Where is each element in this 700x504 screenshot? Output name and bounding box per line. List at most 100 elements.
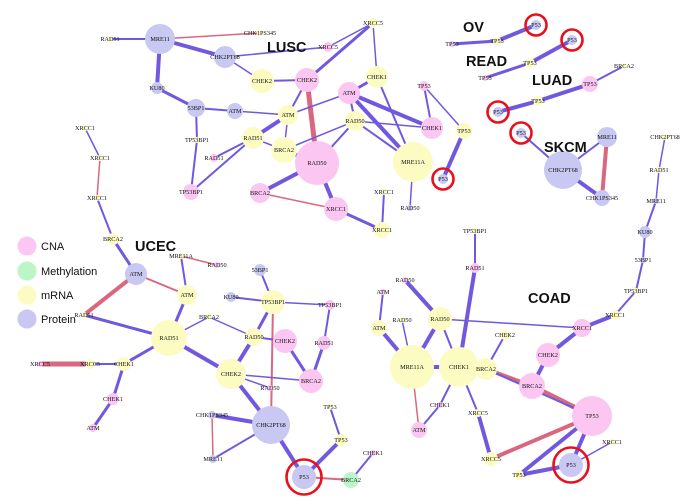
target-highlight-ring [524,13,548,37]
node-tp53: TP53 [523,58,537,68]
node-circle [210,154,218,162]
node-label: CHEK1 [103,396,123,403]
node-chk1ps345: CHK1PS345 [586,190,618,206]
node-label: 53BP1 [188,105,205,112]
node-rad51: RAD51 [74,312,94,319]
node-label: 53BP1 [252,267,269,274]
node-circle [472,228,478,234]
network-edge [190,137,254,193]
network-edge [84,127,101,159]
node-tp53bp1: TP53BP1 [318,300,342,310]
network-edge [536,82,592,103]
node-circle [325,300,335,310]
node-circle [474,409,482,417]
node-circle [493,107,503,117]
node-tp53: TP53 [490,37,504,45]
legend-protein-label: Protein [41,314,76,326]
node-circle [370,450,376,456]
node-circle [107,36,113,42]
node-label: MRE11A [401,159,425,166]
node-label: TP53 [512,472,525,479]
node-rad50: RAD50 [260,385,280,392]
node-circle [390,345,434,389]
node-label: XRCC1 [87,195,107,202]
node-circle [439,347,479,387]
node-atm: ATM [371,320,387,336]
node-p53: P53 [285,458,323,496]
network-edge [327,22,374,48]
node-circle [609,439,615,445]
network-edge [450,39,499,46]
node-ku80: KU80 [149,82,165,94]
node-chek2: CHEK2 [216,359,246,389]
node-circle [567,35,577,45]
node-xrcc5: XRCC5 [318,42,338,52]
node-tp53: TP53 [334,434,348,446]
node-label: TP53 [323,404,336,411]
node-brca2: BRCA2 [341,472,361,488]
node-label: CHEK1 [114,361,134,368]
node-label: P53 [566,462,576,469]
node-circle [97,155,103,161]
network-edge [600,135,609,200]
network-edge [614,290,637,316]
node-circle [438,174,448,184]
node-circle [82,125,88,131]
node-circle [475,358,497,380]
node-label: MRE11 [646,198,665,205]
node-label: XRCC5 [481,456,501,463]
node-tp53: TP53 [582,76,598,92]
node-label: RAD50 [244,334,263,341]
node-tp53: TP53 [323,404,337,411]
node-circle [573,319,591,337]
node-rad50: RAD50 [244,328,264,346]
node-label: RAD51 [204,155,223,162]
node-circle [177,285,197,305]
node-label: P53 [567,37,577,44]
network-edge [347,91,434,130]
node-circle [299,369,323,393]
node-circle [402,277,408,283]
node-label: CHK2PT68 [210,54,240,61]
node-label: RAD50 [307,160,326,167]
node-mre11: MRE11 [646,198,666,205]
network-edge [658,136,666,171]
network-edge [159,32,261,40]
node-circle [245,328,263,346]
node-label: ATM [86,425,100,432]
node-label: TP53 [478,75,491,82]
node-label: RAD50 [392,317,411,324]
node-label: P53 [438,176,448,183]
node-label: XRCC5 [363,20,383,27]
node-chek1: CHEK1 [114,357,134,371]
node-label: XRCC1 [374,189,394,196]
node-circle [559,453,583,477]
node-tp53bp1: TP53BP1 [179,184,203,200]
node-atm: ATM [86,424,100,432]
node-rad50: RAD50 [295,141,339,185]
node-rad51: RAD51 [465,263,485,273]
node-circle [345,111,365,131]
node-xrcc1: XRCC1 [87,195,107,202]
network-edge [476,411,493,461]
node-circle [519,373,545,399]
node-label: KU80 [223,294,238,301]
node-circle [610,310,620,320]
node-xrcc5: XRCC5 [468,409,488,417]
node-label: ATM [228,108,242,115]
node-circle [252,406,290,444]
node-label: XRCC1 [90,155,110,162]
node-brca2: BRCA2 [250,183,270,203]
node-circle [267,385,273,391]
network-edge [82,272,138,317]
cancer-label-skcm: SKCM [544,140,587,156]
node-label: RAD51 [243,135,262,142]
node-circle [437,402,443,408]
node-circle [338,82,360,104]
node-tp53: TP53 [445,41,459,48]
node-circle [250,69,274,93]
node-circle [295,141,339,185]
node-label: P53 [299,474,309,481]
node-circle [381,189,387,195]
node-label: KU80 [149,85,164,92]
